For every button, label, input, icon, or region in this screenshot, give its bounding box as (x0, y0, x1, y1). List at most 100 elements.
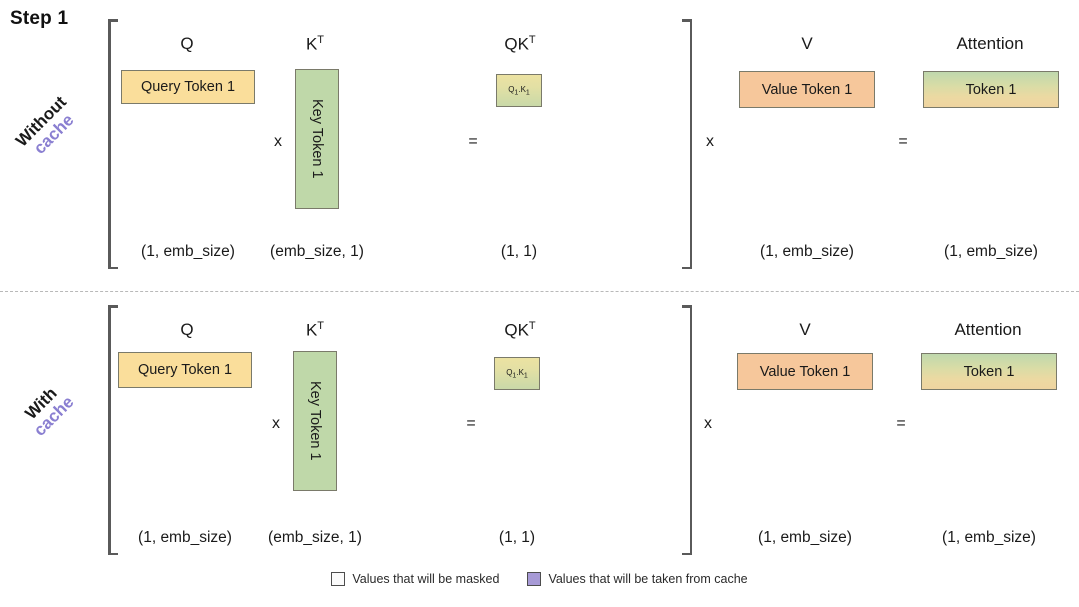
matrix-box-value-label: Value Token 1 (759, 363, 851, 380)
header-attention-label: Attention (956, 34, 1024, 53)
header-q-label: Q (180, 34, 194, 53)
header-kt-sup: T (317, 34, 325, 46)
operator-times-1-label: x (274, 133, 282, 150)
qkt-dot: . (516, 367, 519, 377)
header-qkt-panel1: QKT (460, 34, 580, 55)
legend-item-masked: Values that will be masked (331, 572, 499, 586)
header-v-panel1: V (747, 34, 867, 54)
matrix-box-query-panel2: Query Token 1 (118, 352, 252, 388)
page-title: Step 1 (10, 8, 69, 29)
shape-kt-label: (emb_size, 1) (268, 529, 362, 546)
qkt-dot: . (518, 84, 521, 94)
operator-equals-2-panel2: = (891, 415, 911, 433)
header-v-label: V (801, 34, 813, 53)
legend: Values that will be masked Values that w… (0, 572, 1079, 586)
shape-q-label: (1, emb_size) (141, 243, 235, 260)
matrix-box-key-panel2: Key Token 1 (293, 351, 337, 491)
operator-times-1-panel1: x (268, 133, 288, 151)
matrix-box-value-panel2: Value Token 1 (737, 353, 873, 390)
matrix-box-qkt-panel2: Q1.K1 (494, 357, 540, 390)
matrix-box-key-label: Key Token 1 (309, 99, 325, 179)
header-attention-panel2: Attention (928, 320, 1048, 340)
header-attention-label: Attention (954, 320, 1022, 339)
shape-q-panel2: (1, emb_size) (125, 529, 245, 547)
panel-label-without-cache: Without cache (0, 66, 110, 191)
header-v-panel2: V (745, 320, 865, 340)
header-q-panel2: Q (127, 320, 247, 340)
shape-v-label: (1, emb_size) (760, 243, 854, 260)
shape-q-panel1: (1, emb_size) (128, 243, 248, 261)
qkt-k: K (518, 367, 524, 377)
header-q-label: Q (180, 320, 194, 339)
qkt-k-sub: 1 (523, 372, 528, 380)
header-v-label: V (799, 320, 811, 339)
header-qkt-sup: T (528, 320, 536, 332)
matrix-box-key-label: Key Token 1 (307, 381, 323, 461)
matrix-box-qkt-label: Q1.K1 (508, 85, 530, 97)
header-attention-panel1: Attention (930, 34, 1050, 54)
operator-equals-1-label: = (466, 415, 476, 432)
shape-qkt-panel1: (1, 1) (459, 243, 579, 261)
qkt-q: Q (508, 84, 515, 94)
operator-equals-1-panel2: = (461, 415, 481, 433)
shape-q-label: (1, emb_size) (138, 529, 232, 546)
shape-kt-panel1: (emb_size, 1) (247, 243, 387, 261)
qkt-q-sub: 1 (512, 372, 517, 380)
header-qkt-base: QK (504, 34, 529, 54)
operator-times-1-label: x (272, 415, 280, 432)
shape-attention-panel2: (1, emb_size) (929, 529, 1049, 547)
operator-times-2-label: x (704, 415, 712, 432)
matrix-box-value-label: Value Token 1 (761, 81, 853, 98)
matrix-box-query-label: Query Token 1 (140, 79, 236, 95)
shape-kt-label: (emb_size, 1) (270, 243, 364, 260)
matrix-box-attention-panel1: Token 1 (923, 71, 1059, 108)
header-kt-base: K (305, 320, 318, 340)
operator-equals-1-panel1: = (463, 133, 483, 151)
shape-v-panel2: (1, emb_size) (745, 529, 865, 547)
qkt-q: Q (506, 367, 513, 377)
operator-times-2-label: x (706, 133, 714, 150)
matrix-box-attention-label: Token 1 (963, 363, 1015, 380)
matrix-box-key-panel1: Key Token 1 (295, 69, 339, 209)
shape-qkt-label: (1, 1) (498, 529, 536, 546)
shape-v-panel1: (1, emb_size) (747, 243, 867, 261)
header-qkt-base: QK (504, 320, 529, 340)
shape-qkt-panel2: (1, 1) (457, 529, 577, 547)
bracket-left-panel1 (108, 19, 122, 269)
legend-label-cache: Values that will be taken from cache (548, 572, 748, 586)
matrix-box-query-panel1: Query Token 1 (121, 70, 255, 104)
header-kt-panel1: KT (255, 34, 375, 55)
legend-item-cache: Values that will be taken from cache (527, 572, 748, 586)
operator-times-1-panel2: x (266, 415, 286, 433)
operator-equals-1-label: = (468, 133, 478, 150)
header-q-panel1: Q (127, 34, 247, 54)
shape-attention-label: (1, emb_size) (944, 243, 1038, 260)
bracket-right-panel2 (678, 305, 692, 555)
matrix-box-query-label: Query Token 1 (137, 362, 233, 378)
shape-kt-panel2: (emb_size, 1) (245, 529, 385, 547)
matrix-box-qkt-panel1: Q1.K1 (496, 74, 542, 107)
operator-equals-2-label: = (898, 133, 908, 150)
qkt-k-sub: 1 (525, 89, 530, 97)
operator-equals-2-panel1: = (893, 133, 913, 151)
header-kt-sup: T (317, 320, 325, 332)
shape-qkt-label: (1, 1) (500, 243, 538, 260)
header-kt-panel2: KT (255, 320, 375, 341)
bracket-left-panel2 (108, 305, 122, 555)
qkt-k: K (520, 84, 526, 94)
shape-v-label: (1, emb_size) (758, 529, 852, 546)
panel-divider (0, 291, 1079, 292)
header-qkt-panel2: QKT (460, 320, 580, 341)
operator-equals-2-label: = (896, 415, 906, 432)
matrix-box-value-panel1: Value Token 1 (739, 71, 875, 108)
matrix-box-attention-label: Token 1 (965, 81, 1017, 98)
operator-times-2-panel2: x (698, 415, 718, 433)
header-qkt-sup: T (528, 34, 536, 46)
legend-swatch-cache-icon (527, 572, 542, 586)
legend-label-masked: Values that will be masked (352, 572, 500, 586)
header-kt-base: K (305, 34, 318, 54)
shape-attention-panel1: (1, emb_size) (931, 243, 1051, 261)
operator-times-2-panel1: x (700, 133, 720, 151)
panel-label-with-cache: With cache (0, 348, 110, 473)
